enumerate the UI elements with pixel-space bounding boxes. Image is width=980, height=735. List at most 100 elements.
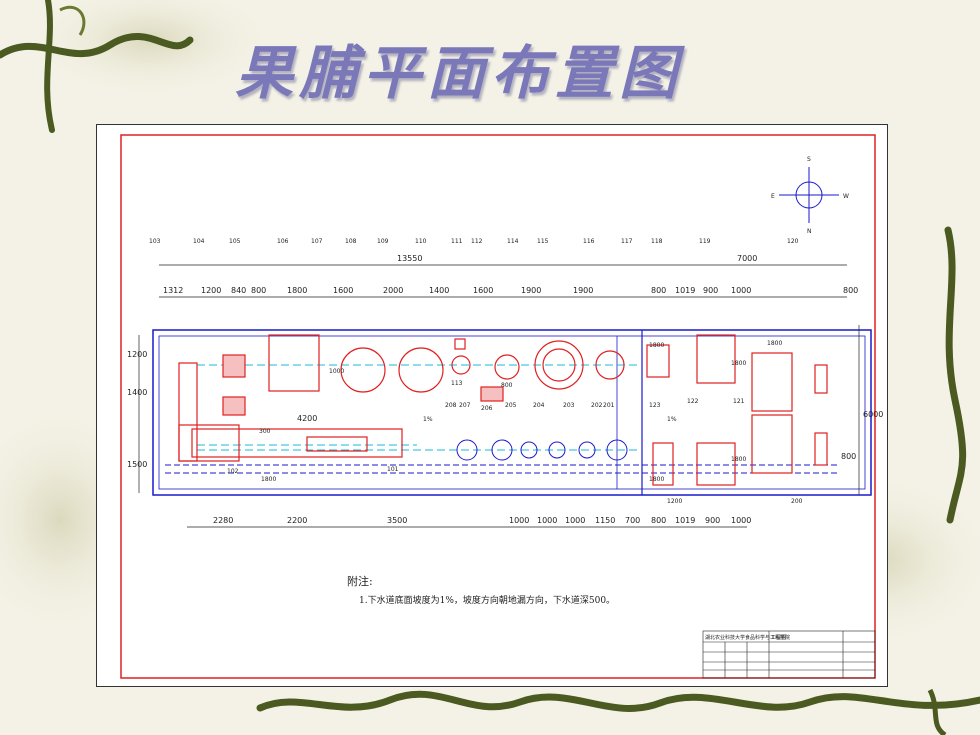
svg-text:1800: 1800 [261, 476, 276, 483]
svg-text:121: 121 [733, 398, 745, 405]
label-110: 110 [415, 238, 427, 245]
svg-text:1800: 1800 [731, 456, 746, 463]
svg-text:203: 203 [563, 402, 575, 409]
floor-plan-drawing: S E W N [120, 134, 883, 679]
svg-text:123: 123 [649, 402, 661, 409]
svg-text:840: 840 [231, 286, 246, 295]
svg-text:1800: 1800 [731, 360, 746, 367]
compass-north: S [807, 156, 811, 163]
upper-dimensions: 1312 1200 840 800 1800 1600 2000 1400 16… [163, 286, 858, 295]
building-wall [152, 329, 872, 496]
svg-text:113: 113 [451, 380, 463, 387]
svg-text:1150: 1150 [595, 516, 615, 525]
notes-item-1: 1.下水道底面坡度为1%，坡度方向朝地漏方向，下水道深500。 [359, 596, 616, 606]
label-120: 120 [787, 238, 799, 245]
svg-text:2280: 2280 [213, 516, 233, 525]
top-labels: 103 104 105 106 107 108 109 110 111 112 … [149, 238, 799, 245]
svg-text:1400: 1400 [127, 388, 147, 397]
svg-text:1200: 1200 [201, 286, 221, 295]
svg-text:800: 800 [501, 382, 513, 389]
label-117: 117 [621, 238, 633, 245]
svg-text:1600: 1600 [333, 286, 353, 295]
svg-text:102: 102 [227, 468, 239, 475]
svg-text:800: 800 [843, 286, 858, 295]
label-118: 118 [651, 238, 663, 245]
svg-text:2000: 2000 [383, 286, 403, 295]
svg-text:1800: 1800 [649, 476, 664, 483]
label-119: 119 [699, 238, 711, 245]
svg-text:1%: 1% [667, 416, 677, 423]
svg-text:900: 900 [705, 516, 720, 525]
side-dimensions: 1200 1400 1500 6000 800 [127, 350, 883, 469]
svg-text:3500: 3500 [387, 516, 407, 525]
svg-text:1500: 1500 [127, 460, 147, 469]
slide-title: 果脯平面布置图 [235, 39, 684, 107]
svg-text:204: 204 [533, 402, 545, 409]
svg-text:1000: 1000 [329, 368, 344, 375]
svg-text:1800: 1800 [649, 342, 664, 349]
svg-text:1000: 1000 [731, 516, 751, 525]
label-112: 112 [471, 238, 483, 245]
svg-text:1900: 1900 [573, 286, 593, 295]
red-frame [120, 134, 876, 679]
pipe-circles [456, 439, 628, 461]
svg-text:202: 202 [591, 402, 603, 409]
svg-text:206: 206 [481, 405, 493, 412]
svg-text:800: 800 [651, 516, 666, 525]
svg-text:205: 205 [505, 402, 517, 409]
svg-text:800: 800 [651, 286, 666, 295]
label-103: 103 [149, 238, 161, 245]
compass-icon: S E W N [771, 156, 849, 235]
svg-text:122: 122 [687, 398, 699, 405]
svg-text:1000: 1000 [537, 516, 557, 525]
svg-text:207: 207 [459, 402, 471, 409]
title-block-sheet: 工程图 [771, 634, 786, 641]
svg-text:1400: 1400 [429, 286, 449, 295]
label-109: 109 [377, 238, 389, 245]
svg-text:800: 800 [251, 286, 266, 295]
svg-text:1600: 1600 [473, 286, 493, 295]
label-106: 106 [277, 238, 289, 245]
svg-text:1800: 1800 [287, 286, 307, 295]
svg-text:1800: 1800 [767, 340, 782, 347]
svg-text:1200: 1200 [127, 350, 147, 359]
svg-text:1200: 1200 [667, 498, 682, 505]
svg-text:900: 900 [703, 286, 718, 295]
svg-text:1000: 1000 [565, 516, 585, 525]
svg-text:208: 208 [445, 402, 457, 409]
floor-plan-sheet: S E W N [96, 124, 888, 687]
svg-text:200: 200 [791, 498, 803, 505]
svg-text:700: 700 [625, 516, 640, 525]
dim-13550: 13550 [397, 254, 422, 263]
svg-text:201: 201 [603, 402, 615, 409]
svg-text:1900: 1900 [521, 286, 541, 295]
svg-text:4200: 4200 [297, 414, 317, 423]
label-105: 105 [229, 238, 241, 245]
title-block [702, 630, 876, 679]
svg-text:101: 101 [387, 466, 399, 473]
compass-east: W [843, 193, 849, 200]
svg-text:2200: 2200 [287, 516, 307, 525]
compass-west: E [771, 193, 775, 200]
notes-heading: 附注: [347, 575, 373, 588]
label-114: 114 [507, 238, 519, 245]
dim-7000: 7000 [737, 254, 757, 263]
title-block-org: 湖北农业科技大学食品科学与工程学院 [705, 634, 790, 641]
equipment-group [178, 334, 828, 486]
label-115: 115 [537, 238, 549, 245]
svg-text:1019: 1019 [675, 516, 695, 525]
svg-text:800: 800 [841, 452, 856, 461]
label-104: 104 [193, 238, 205, 245]
svg-text:1312: 1312 [163, 286, 183, 295]
svg-text:1000: 1000 [731, 286, 751, 295]
svg-text:6000: 6000 [863, 410, 883, 419]
label-108: 108 [345, 238, 357, 245]
inner-labels: 113 208 207 206 205 204 203 202 201 123 … [227, 340, 803, 505]
dimension-lines [138, 264, 860, 528]
svg-text:1019: 1019 [675, 286, 695, 295]
label-111: 111 [451, 238, 463, 245]
lower-dimensions: 2280 2200 3500 1000 1000 1000 1150 700 8… [213, 516, 751, 525]
compass-south: N [807, 228, 812, 235]
svg-text:300: 300 [259, 428, 271, 435]
label-107: 107 [311, 238, 323, 245]
